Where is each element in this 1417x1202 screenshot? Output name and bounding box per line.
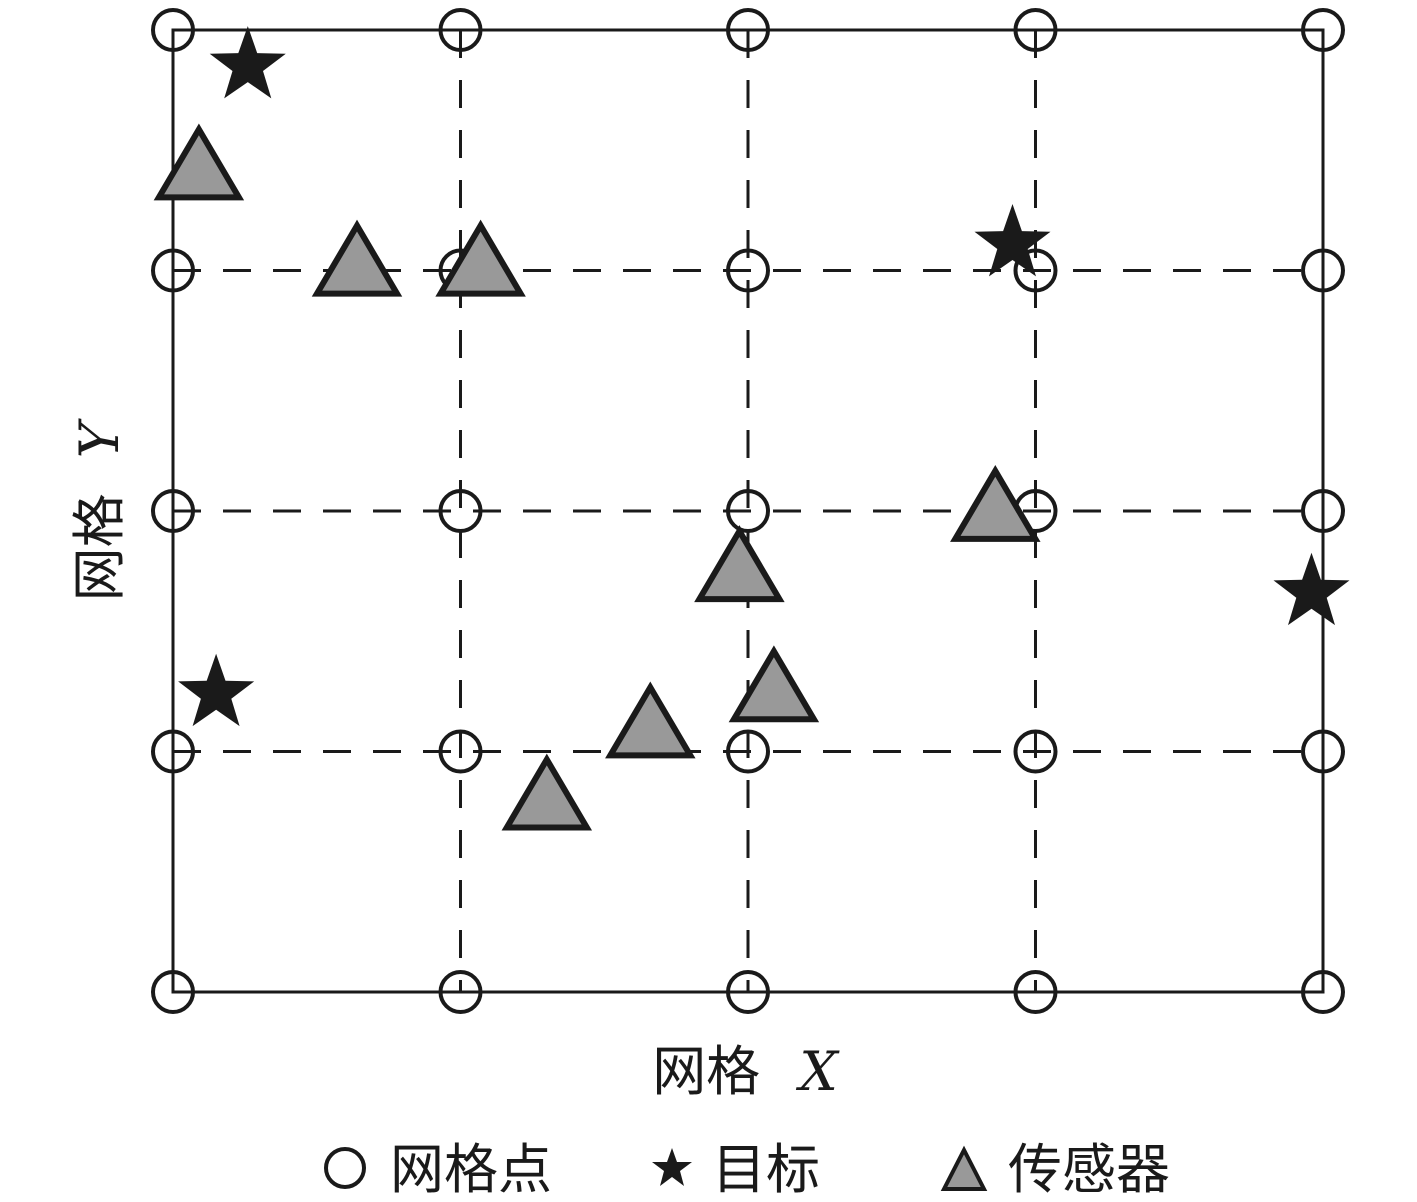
grid-point-marker — [438, 970, 483, 1014]
svg-text:网格 Y: 网格 Y — [68, 418, 131, 601]
legend-grid-point-label: 网格点 — [390, 1138, 552, 1201]
grid-point-marker — [726, 729, 770, 774]
legend-sensor-icon — [940, 1145, 988, 1191]
sensor-marker — [694, 525, 785, 603]
grid-point-marker — [151, 729, 195, 774]
grid-lines — [173, 30, 1323, 992]
legend-sensor-label: 传感器 — [1008, 1138, 1170, 1201]
sensor-marker — [605, 681, 696, 759]
target-marker — [1273, 552, 1350, 626]
sensor-marker — [950, 464, 1041, 542]
grid-point-marker — [1301, 8, 1345, 52]
legend-target-icon — [652, 1148, 692, 1186]
sensor-marker — [501, 753, 593, 831]
grid-point-marker — [1301, 970, 1345, 1014]
y-axis-label-text: 网格 — [68, 493, 131, 601]
grid-point-marker — [438, 8, 483, 52]
grid-point-marker — [438, 729, 483, 774]
plot-frame — [171, 28, 1325, 994]
grid-point-marker — [151, 248, 195, 293]
x-axis-label-text: 网格 — [652, 1040, 760, 1103]
y-axis-variable: Y — [68, 418, 131, 458]
x-axis-variable: X — [795, 1040, 840, 1103]
grid-point-marker — [1013, 970, 1058, 1014]
grid-point-marker — [726, 8, 770, 52]
grid-point-marker — [1301, 248, 1345, 293]
grid-point-marker — [151, 970, 195, 1014]
target-marker — [209, 26, 286, 99]
grid-point-marker — [438, 489, 483, 533]
legend: 网格点 目标 传感器 — [324, 1138, 1170, 1201]
grid-point-marker — [726, 489, 770, 533]
target-marker — [974, 204, 1051, 277]
sensor-marker — [153, 123, 245, 201]
markers — [151, 8, 1350, 1014]
x-axis-label: 网格 X — [652, 1040, 840, 1103]
grid-point-marker — [151, 8, 195, 52]
legend-grid-point-icon — [324, 1147, 366, 1189]
grid-point-marker — [1013, 248, 1058, 293]
grid-point-marker — [1013, 729, 1058, 774]
grid-point-marker — [726, 248, 770, 293]
sensor-marker — [435, 219, 526, 297]
grid-point-marker — [1301, 729, 1345, 774]
grid-point-marker — [726, 970, 770, 1014]
grid-point-marker — [1301, 489, 1345, 533]
legend-target-label: 目标 — [712, 1138, 820, 1201]
sensor-marker — [311, 219, 403, 297]
sensor-marker — [728, 645, 820, 723]
target-marker — [178, 653, 255, 727]
grid-point-marker — [151, 489, 195, 533]
y-axis-label: 网格 Y — [68, 418, 131, 601]
grid-point-marker — [1013, 8, 1058, 52]
